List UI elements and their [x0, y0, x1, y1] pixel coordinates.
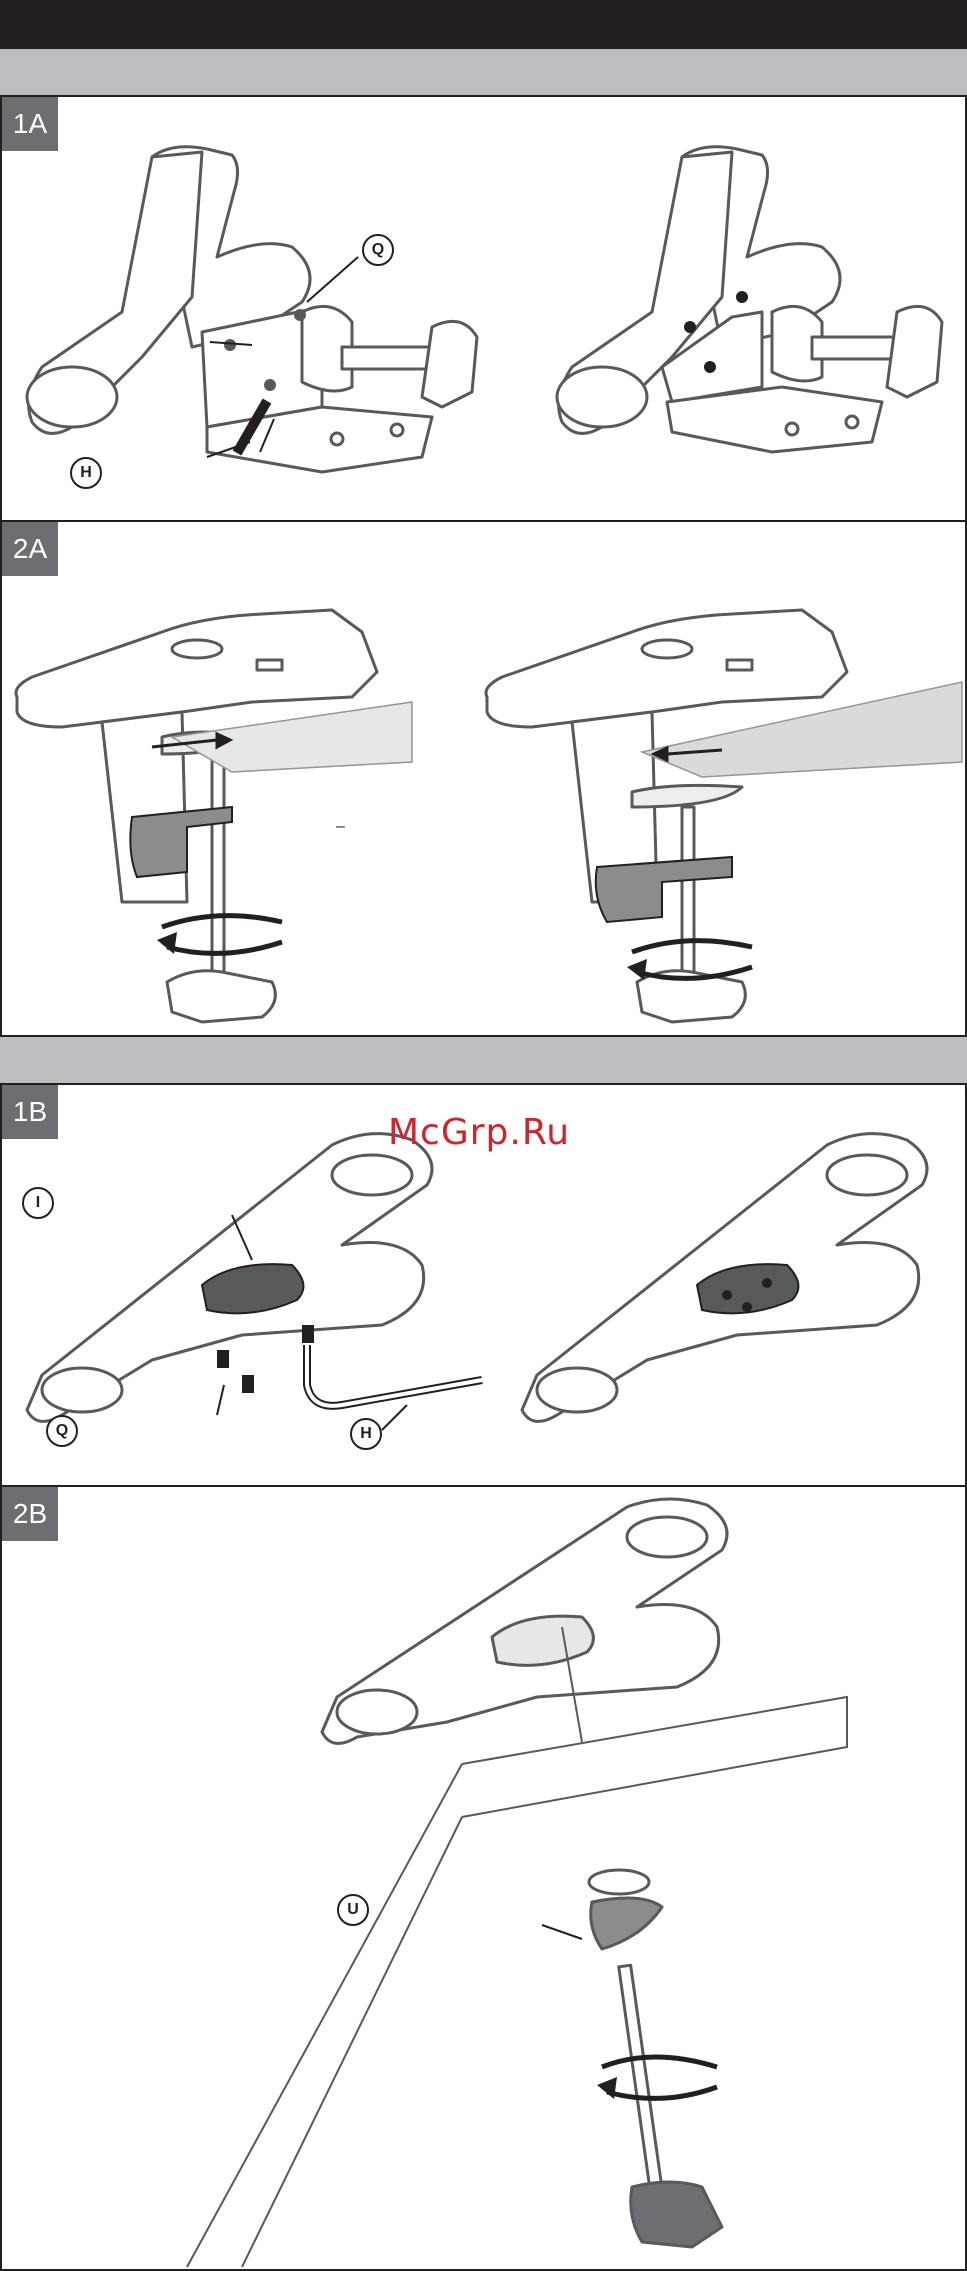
callout-q: Q [362, 234, 394, 266]
section-band-2 [0, 1035, 967, 1085]
panel-step-2a: 2A [0, 520, 967, 1037]
illustration-1a [2, 97, 965, 520]
panel-step-1a: 1A [0, 95, 967, 522]
header-bar [0, 0, 967, 47]
callout-h: H [70, 457, 102, 489]
illustration-2a [2, 522, 965, 1035]
illustration-2b [2, 1487, 965, 2269]
callout-u: U [337, 1894, 369, 1926]
callout-q-1b: Q [46, 1415, 78, 1447]
panel-step-2b: 2B U [0, 1485, 967, 2271]
section-band-1 [0, 47, 967, 97]
watermark: McGrp.Ru [388, 1112, 570, 1153]
dash-mark: – [336, 818, 345, 836]
callout-h-1b: H [350, 1418, 382, 1450]
callout-i: I [22, 1187, 54, 1219]
